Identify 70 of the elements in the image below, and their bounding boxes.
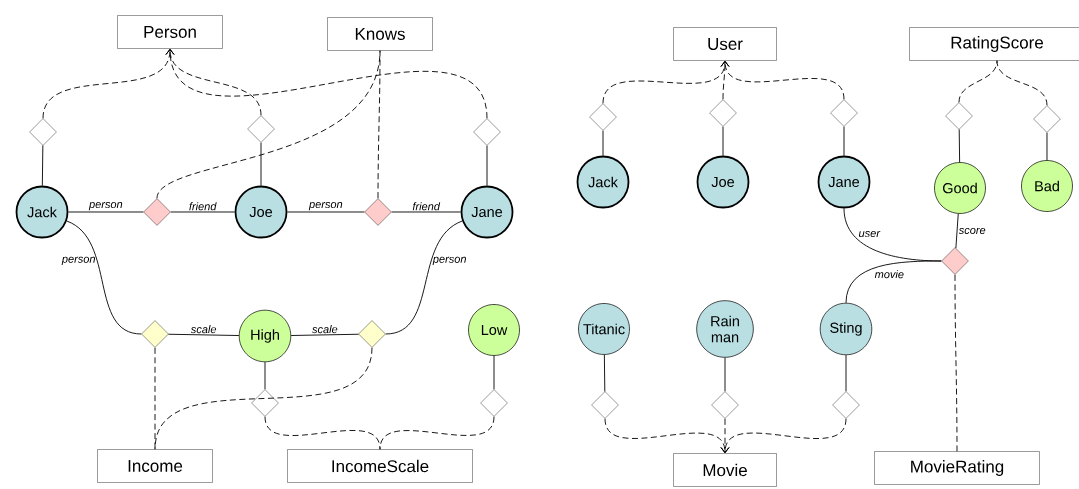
connector-line <box>845 260 942 304</box>
class-box: Income <box>97 449 213 483</box>
edge-label: score <box>958 227 986 234</box>
dashed-line <box>954 274 958 452</box>
dashed-line <box>377 50 381 199</box>
connector-line <box>391 211 462 213</box>
edge-label: movie <box>874 270 904 279</box>
dashed-arrow <box>165 48 488 119</box>
edge-label: person <box>432 256 466 266</box>
relation-diamond <box>711 391 739 419</box>
relation-diamond <box>29 118 57 146</box>
relation-diamond <box>591 391 619 419</box>
class-box: IncomeScale <box>287 449 473 483</box>
class-box: MovieRating <box>874 451 1040 485</box>
connector-line <box>845 354 847 392</box>
relation-diamond <box>247 115 275 143</box>
edge-label: person <box>61 256 95 265</box>
relation-diamond <box>589 103 617 131</box>
relation-diamond <box>709 99 737 127</box>
edge-label: friend <box>189 202 217 211</box>
edge-label: scale <box>190 325 217 334</box>
connector-line <box>486 145 488 187</box>
connector-line <box>41 145 44 187</box>
class-box: Movie <box>673 453 777 487</box>
dashed-arrow <box>720 418 847 453</box>
relation-diamond <box>251 389 279 417</box>
relation-diamond <box>141 320 169 348</box>
connector-line <box>724 357 726 392</box>
edge-label: user <box>859 231 881 238</box>
relation-diamond <box>473 118 501 146</box>
relation-diamond <box>364 198 392 226</box>
dashed-line <box>154 347 373 450</box>
class-box: RatingScore <box>909 27 1079 61</box>
class-box: User <box>673 27 777 61</box>
dashed-line <box>958 60 998 103</box>
connector-line <box>168 333 240 336</box>
connector-line <box>493 355 495 390</box>
relation-diamond <box>143 198 171 226</box>
relation-diamond <box>358 320 386 348</box>
connector-line <box>290 333 359 336</box>
dashed-line <box>264 416 381 450</box>
relation-diamond <box>941 247 969 275</box>
connector-line <box>264 361 266 390</box>
edge-label: person <box>88 202 123 211</box>
relation-diamond <box>830 99 858 127</box>
connector-line <box>260 142 262 187</box>
connector-line <box>170 211 236 213</box>
relation-diamond <box>945 102 973 130</box>
edge-label: person <box>308 202 343 211</box>
class-box: Person <box>117 15 223 49</box>
connector-line <box>67 211 144 213</box>
connector-line <box>843 126 845 157</box>
dashed-line <box>996 60 1048 106</box>
relation-diamond <box>832 391 860 419</box>
connector-line <box>602 130 604 157</box>
dashed-arrow <box>720 60 845 100</box>
connector-line <box>1046 132 1048 161</box>
connector-line <box>603 354 606 392</box>
connector-line <box>286 211 365 213</box>
connector-line <box>385 220 463 335</box>
edge-label: friend <box>412 202 441 211</box>
connector-line <box>958 129 961 163</box>
edge-label: scale <box>312 325 338 334</box>
class-box: Knows <box>327 17 433 51</box>
relation-diamond <box>480 389 508 417</box>
dashed-line <box>379 416 495 450</box>
connector-line <box>66 220 142 335</box>
connector-line <box>722 126 724 157</box>
connector-line <box>955 213 959 249</box>
relation-diamond <box>1033 105 1061 133</box>
